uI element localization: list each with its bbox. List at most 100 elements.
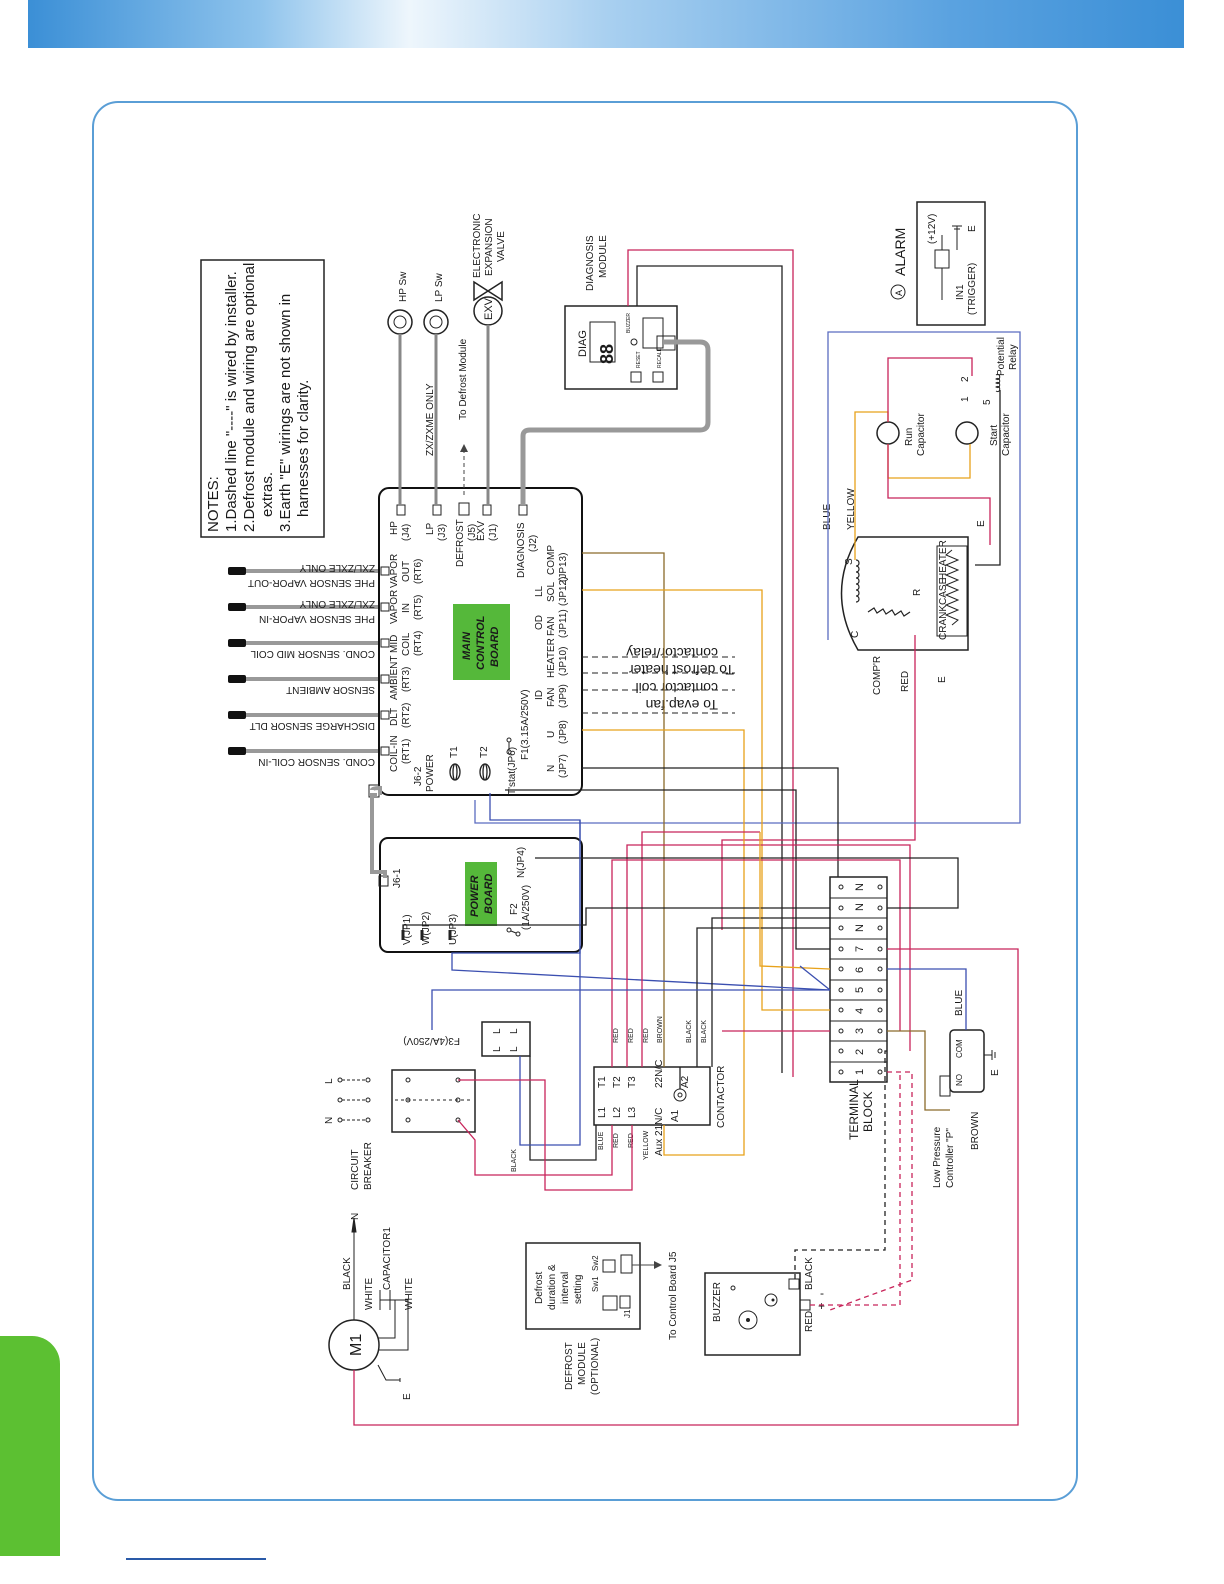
lpc-label-2: Controller "P" [945,1128,956,1188]
lp-switch-label: LP Sw [434,273,445,302]
top-devices: HP Sw LP Sw ZX/ZXME ONLY EXV ELECTRONIC … [387,201,986,1077]
breaker-n: N [324,1117,335,1124]
breaker-title-1: CIRCUIT [350,1149,361,1190]
contactor-l2: L2 [612,1106,623,1118]
t1-label: T1 [449,746,460,758]
contactor-22nc: 22N/C [654,1060,665,1088]
power-board-label-1: POWER [469,875,481,917]
defrost-label-3: (OPTIONAL) [590,1338,601,1395]
contactor-a1: A1 [670,1109,681,1122]
compressor-red-label: RED [900,671,911,692]
contactor-aux21: Aux 21N/C [654,1108,665,1156]
compressor-e2: E [937,676,948,683]
buzzer-small-label: BUZZER [626,313,632,333]
port-rt4-label-2: COIL [401,632,412,656]
breaker-l: L [324,1078,335,1084]
potential-relay-label-1: Potential [996,337,1007,376]
header-band [28,0,1184,48]
exv-port-label: EXV [476,521,487,541]
terminal-2: 2 [854,1049,866,1055]
port-rt4-label: MID [389,635,400,653]
wire-black-3: BLACK [511,1149,518,1172]
main-control-board: MAIN CONTROL BOARD VAPOR OUT (RT6) VAPOR… [368,487,583,798]
power-board: POWER BOARD J6-1 V(JP1) W(JP2) U(JP3) F2… [370,785,583,953]
defrost-text-3: interval [560,1272,571,1304]
contactor-a2: A2 [680,1075,691,1088]
notes-title: NOTES: [205,476,222,532]
note-defrost-heater-2: contactor/relay [626,645,718,661]
relay-pin-2: 2 [960,376,971,382]
motor-m1: M1 [348,1334,365,1356]
relay-pin-5: 5 [982,399,993,405]
port-rt6-label-2: OUT [401,561,412,582]
port-rt6-label: VAPOR [389,554,400,588]
lpc-no: NO [955,1074,964,1086]
comp-c-terminal: C [850,631,861,638]
reset-label: RESET [636,351,642,368]
hp-port-label: HP [389,521,400,535]
defrost-text-2: duration & [547,1264,558,1310]
wire-black-2: BLACK [701,1020,708,1043]
start-cap-label-2: Capacitor [1001,413,1012,456]
hp-switch-label: HP Sw [398,271,409,302]
motor-white-2: WHITE [404,1277,415,1310]
port-rt2-code: (RT2) [401,703,412,728]
comp-j: (JP13) [558,553,569,582]
crankcase-heater-label: HEATER [938,540,949,580]
notes-line1: 1.Dashed line "----" is wired by install… [223,271,240,532]
f3-l2: L [509,1028,520,1034]
terminal-n-1: N [854,883,866,891]
defrost-port-j: (J5) [467,524,478,541]
wire-black-1: BLACK [686,1020,693,1043]
note-evap-fan: To evap.fan [646,697,718,713]
exv-port-j: (J1) [488,524,499,541]
lp-port-label: LP [425,522,436,535]
f2-label: F2 [509,903,520,915]
n-jp4-label: N(JP4) [516,847,527,878]
low-pressure-controller: COM NO E BLUE BROWN Low Pressure Control… [932,990,1001,1188]
diag-module-title-1: DIAGNOSIS [585,235,596,291]
sensor-label-vapor-in-1: ZXL/ZXLE ONLY [299,598,375,609]
sensor-label-dlt: DISCHARGE SENSOR DLT [250,720,375,731]
f1-label: F1(3.15A/250V) [520,689,531,760]
buzzer-plus: + [818,1299,825,1313]
f3-l4: L [509,1046,520,1052]
alarm-voltage: (+12V) [927,214,938,244]
port-rt3-label: AMBIENT [389,656,400,700]
defrost-sw1: Sw1 [591,1276,600,1292]
lpc-com: COM [955,1039,964,1058]
odfan-label-1: OD [534,615,545,630]
contactor: L1 L2 L3 T1 T2 T3 22N/C Aux 21N/C A1 A2 … [511,1016,727,1172]
wire-red-1: RED [613,1028,620,1043]
wire-red-5: RED [613,1133,620,1148]
wiring [353,552,1019,1426]
llsol-label-1: LL [534,585,545,597]
relay-pin-1: 1 [960,396,971,402]
terminal-block-title-1: TERMINAL [847,1079,861,1140]
main-board-label-3: BOARD [489,627,501,667]
sensor-label-vapor-out-1: ZXL/ZXLE ONLY [299,562,375,573]
alarm-trigger: (TRIGGER) [967,263,978,315]
llsol-j: (JP12) [558,577,569,606]
comp-s-terminal: S [844,558,855,565]
sensor-label-vapor-in-2: PHE SENSOR VAPOR-IN [259,613,375,624]
terminal-7: 7 [854,946,866,952]
wire-yellow: YELLOW [643,1130,650,1160]
exv-title-2: EXPANSION [484,218,495,276]
side-tab [0,1336,60,1556]
port-rt5-label-2: IN [401,603,412,613]
potential-relay-label-2: Relay [1008,344,1019,370]
v-jp1-label: V(JP1) [402,914,413,945]
defrost-sw2: Sw2 [591,1255,600,1271]
f3-label: F3(4A/250V) [403,1035,460,1046]
port-rt1-label: COIL-IN [389,735,400,772]
zx-only-label: ZX/ZXME ONLY [425,383,436,456]
odfan-label-2: FAN [546,617,557,636]
port-rt4-code: (RT4) [413,631,424,656]
notes-line2a: 2.Defrost module and wiring are optional [241,263,258,532]
comp-r-terminal: R [912,589,923,596]
notes-line3a: 3.Earth "E" wirings are not shown in [277,294,294,532]
footer-rule [126,1558,266,1560]
wire-blue: BLUE [598,1131,605,1150]
u-out-j: (JP8) [558,720,569,744]
